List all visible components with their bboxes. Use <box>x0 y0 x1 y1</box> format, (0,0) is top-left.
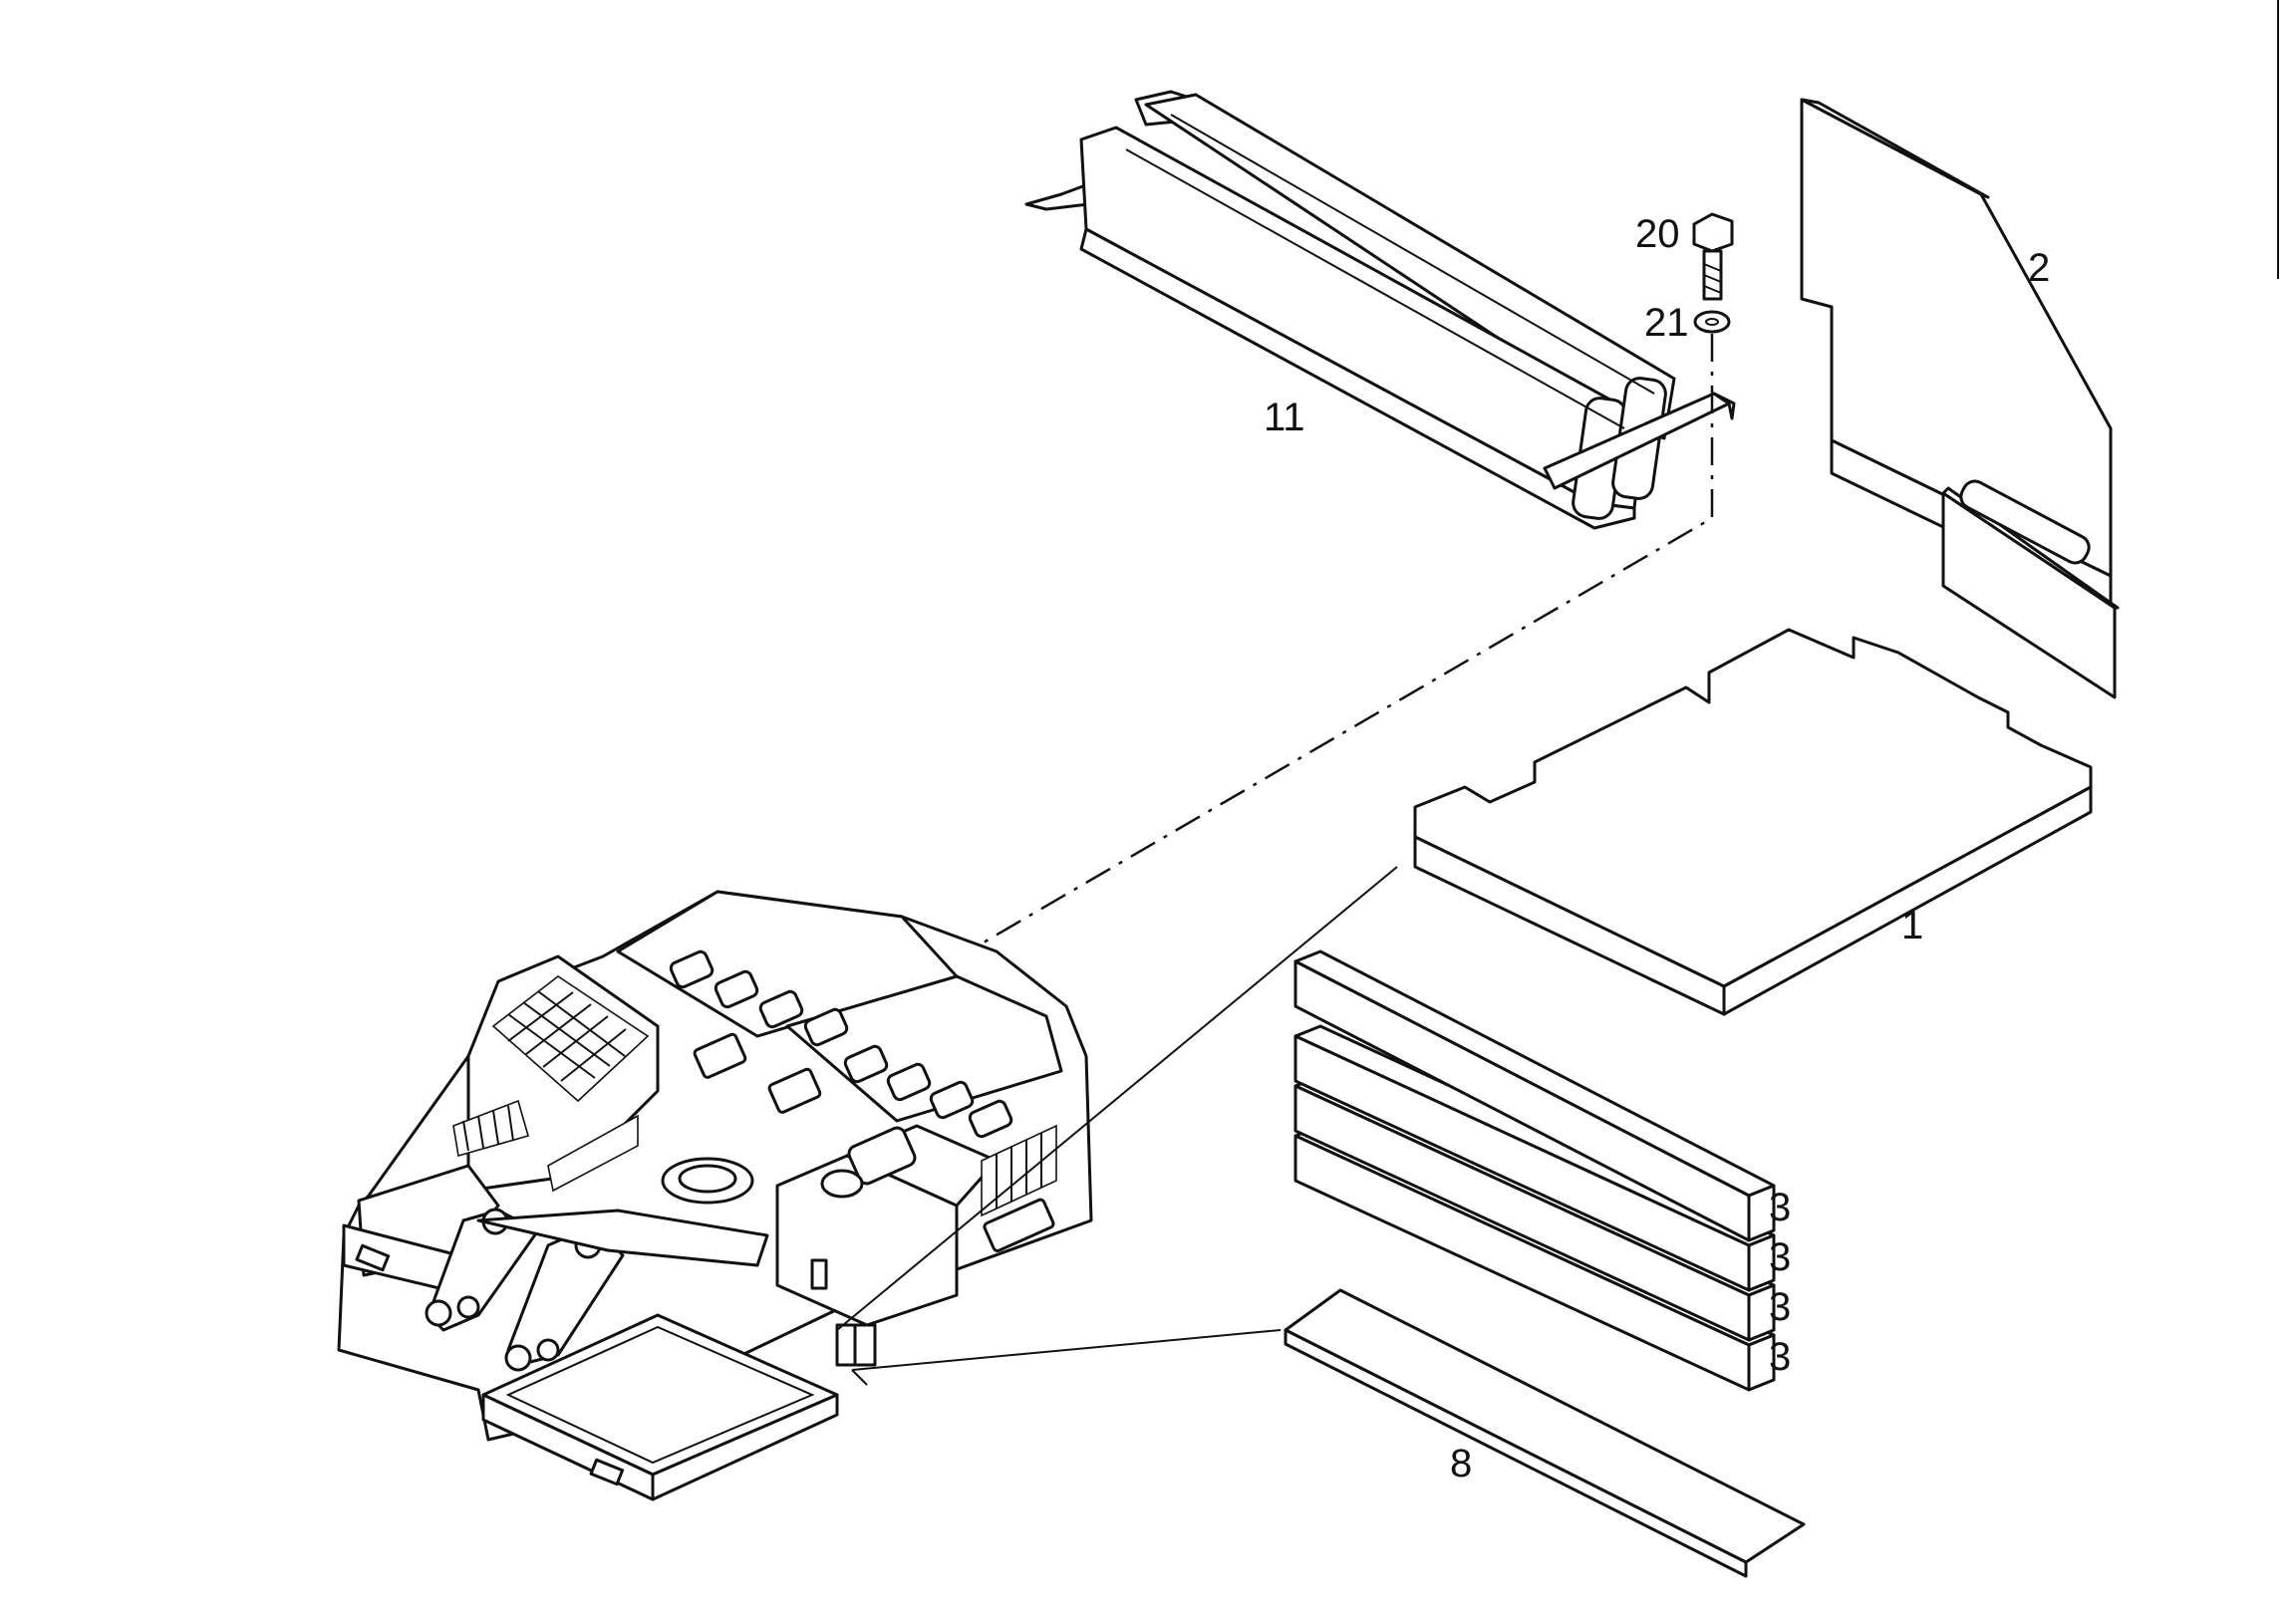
part-3-strips <box>1293 949 1776 1392</box>
callout-8: 8 <box>1450 1442 1472 1485</box>
rear-grille <box>981 1124 1057 1217</box>
callout-3c: 3 <box>1769 1285 1791 1329</box>
leader-8 <box>851 1329 1282 1371</box>
callout-3a: 3 <box>1769 1186 1791 1229</box>
callout-1: 1 <box>1901 904 1923 947</box>
part-20-bolt <box>1692 212 1734 301</box>
callout-20: 20 <box>1635 212 1680 256</box>
part-8-flat-plate <box>1284 1288 1806 1578</box>
part-21-washer <box>1693 310 1731 334</box>
leader-8b <box>851 1369 868 1386</box>
leader-1 <box>836 866 1398 1331</box>
part-1-floor-panel <box>1413 628 2093 1016</box>
callout-11: 11 <box>1264 396 1305 439</box>
callout-3d: 3 <box>1769 1335 1791 1379</box>
callout-3b: 3 <box>1769 1235 1791 1279</box>
part-2-rear-panel <box>1800 98 2120 699</box>
front-tray <box>355 1243 839 1501</box>
cab-vent-grille <box>491 975 650 1103</box>
strip-1 <box>1293 949 1776 1242</box>
machine-body <box>337 890 1093 1501</box>
callout-21: 21 <box>1644 301 1689 345</box>
callout-2: 2 <box>2028 246 2050 290</box>
roof-panel-slots <box>669 949 1013 1139</box>
side-grille-right <box>547 1114 639 1193</box>
assembly-line-bolt <box>975 334 1714 1016</box>
boom-brackets <box>425 1208 769 1372</box>
part-11-insulation-assembly <box>1024 90 1736 530</box>
